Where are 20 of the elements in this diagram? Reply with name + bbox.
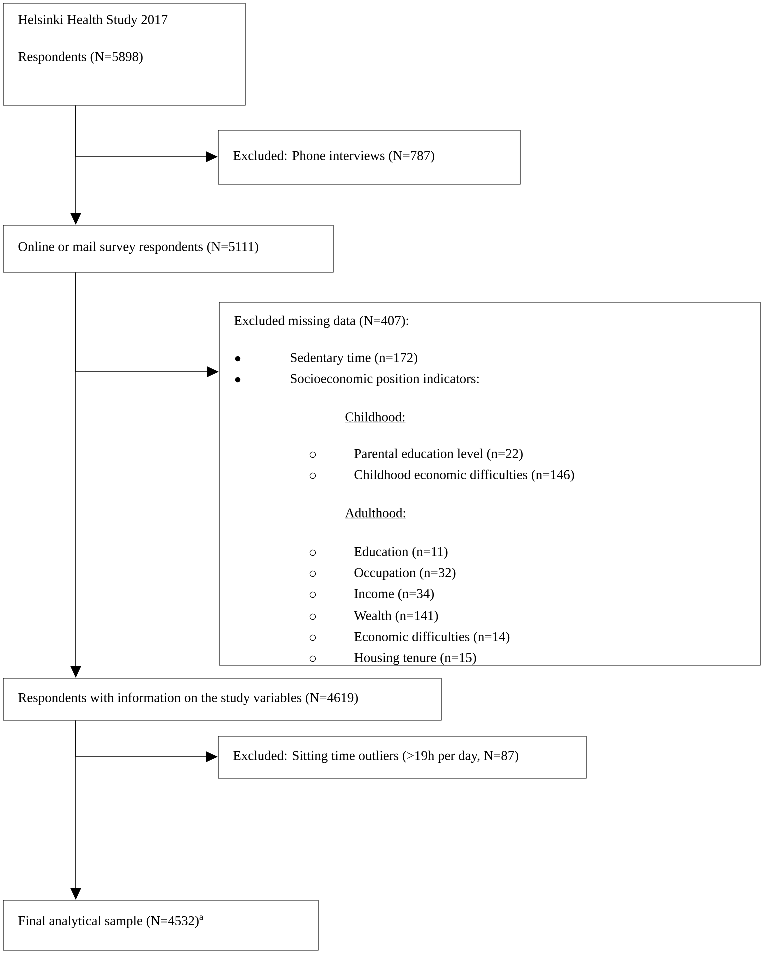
box-text: Final analytical sample (N=4532)$^{a}$ — [18, 916, 204, 928]
box-text: Adulthood: — [345, 508, 407, 520]
box-text: Excluded: Phone interviews (N=787) — [234, 150, 434, 164]
box-text: Housing tenure (n=15) — [354, 652, 476, 666]
box-text: Sedentary time (n=172) — [291, 352, 418, 366]
box-text: Wealth (n=141) — [354, 610, 438, 624]
box-text: Economic difficulties (n=14) — [354, 632, 510, 644]
box-text: Respondents (N=5898) — [18, 52, 143, 64]
box-text: Helsinki Health Study 2017 — [18, 14, 168, 28]
box-text: Occupation (n=32) — [354, 568, 456, 580]
box-text: Respondents with information on the study variables (N=4619) — [18, 692, 358, 706]
box-text: Education (n=11) — [354, 546, 448, 560]
box-text: Online or mail survey respondents (N=5111) — [18, 242, 258, 254]
box-text: Childhood economic difficulties (n=146) — [354, 470, 574, 482]
box-text: Socioeconomic position indicators: — [291, 374, 479, 386]
box-text: Excluded: Sitting time outliers (>19h per day, N=87) — [234, 750, 518, 764]
box-text: Excluded missing data (N=407): — [234, 316, 408, 328]
box-text: Income (n=34) — [354, 588, 434, 602]
box-text: Childhood: — [345, 412, 406, 424]
box-text: Parental education level (n=22) — [354, 448, 523, 462]
